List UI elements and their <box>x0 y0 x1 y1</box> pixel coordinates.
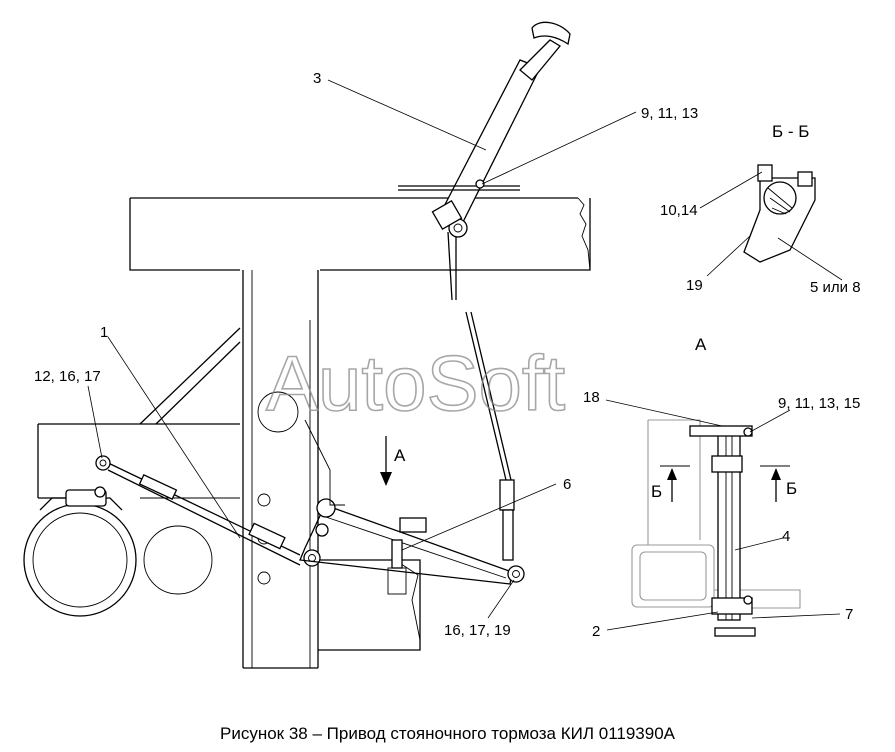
leader-lines <box>87 79 843 631</box>
brake-drum <box>23 486 137 617</box>
view-a-title: А <box>695 335 707 354</box>
frame-post <box>242 270 319 669</box>
view-a-detail <box>631 419 801 637</box>
callout-9-11-13-top: 9, 11, 13 <box>641 105 698 122</box>
figure-caption: Рисунок 38 – Привод стояночного тормоза … <box>220 724 675 743</box>
callout-18: 18 <box>583 389 600 406</box>
brake-cable <box>447 231 515 561</box>
section-arrow-left-label: Б <box>651 482 662 501</box>
frame-brace <box>37 327 241 499</box>
callout-1: 1 <box>100 324 108 341</box>
callout-12-16-17: 12, 16, 17 <box>34 368 101 385</box>
watermark: AutoSoft <box>266 339 566 427</box>
section-bb-title: Б - Б <box>772 122 809 141</box>
pull-rod <box>95 455 321 567</box>
callout-6: 6 <box>563 476 571 493</box>
callout-19: 19 <box>686 277 703 294</box>
cab-floor-panel <box>129 197 591 271</box>
callout-10-14: 10,14 <box>660 202 698 219</box>
view-arrow-a: А <box>380 436 406 486</box>
second-round-part <box>143 525 213 595</box>
view-arrow-a-label: А <box>394 446 406 465</box>
section-bb-detail <box>743 164 816 263</box>
callout-5-or-8: 5 или 8 <box>810 279 861 296</box>
callout-16-17-19: 16, 17, 19 <box>444 622 511 639</box>
callout-9-11-13-15: 9, 11, 13, 15 <box>778 395 860 412</box>
lower-bracket <box>318 559 421 651</box>
callout-3: 3 <box>313 70 321 87</box>
hand-brake-handle <box>398 21 571 238</box>
section-arrows-b: Б Б <box>651 468 797 502</box>
callout-4: 4 <box>782 528 790 545</box>
callout-2: 2 <box>592 623 600 640</box>
section-arrow-right-label: Б <box>786 479 797 498</box>
intermediate-lever <box>299 419 525 595</box>
callout-7: 7 <box>845 606 853 623</box>
